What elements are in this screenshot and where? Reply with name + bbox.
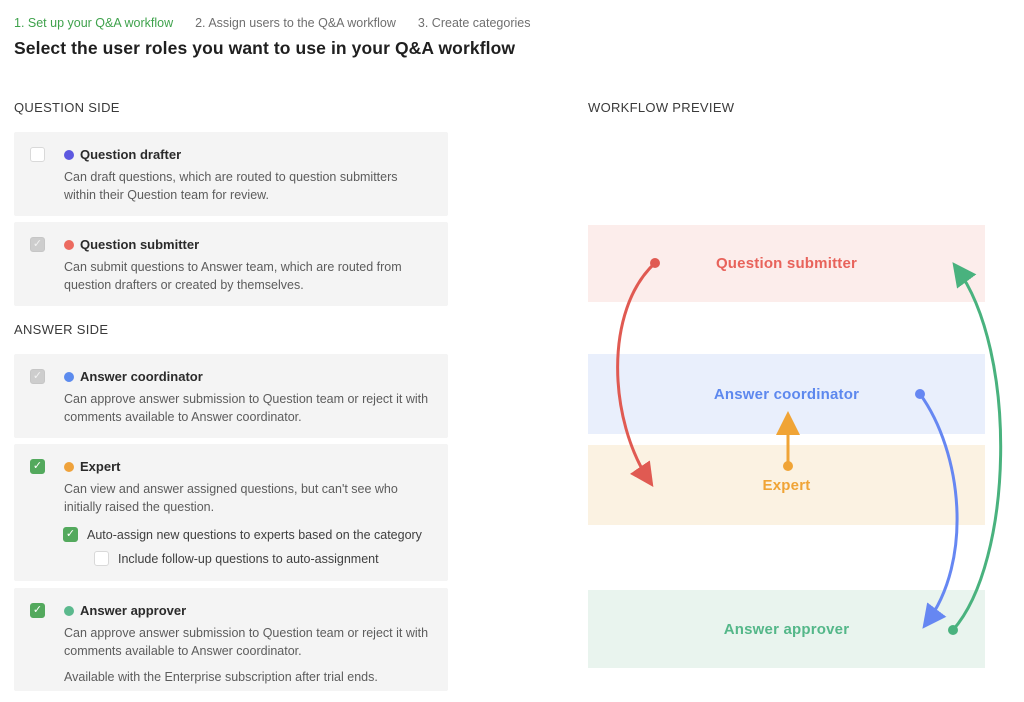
role-name: Expert: [80, 459, 121, 474]
role-name: Question drafter: [80, 147, 182, 162]
role-color-dot: [64, 461, 74, 472]
preview-node-expert: Expert: [588, 445, 985, 525]
role-description: Can submit questions to Answer team, whi…: [64, 260, 402, 293]
role-color-dot: [64, 239, 74, 250]
follow-up-label: Include follow-up questions to auto-assi…: [118, 551, 379, 566]
workflow-preview: WORKFLOW PREVIEW Question submitter Answ…: [588, 0, 1024, 702]
role-head: Expert: [30, 459, 432, 474]
preview-node-answer-approver: Answer approver: [588, 590, 985, 668]
step-2-assign-users[interactable]: 2. Assign users to the Q&A workflow: [195, 16, 396, 30]
question-submitter-checkbox: [30, 237, 45, 252]
role-selection-column: QUESTION SIDE Question drafter Can draft…: [14, 101, 448, 697]
expert-auto-assign-option: Auto-assign new questions to experts bas…: [63, 527, 432, 543]
step-nav: 1. Set up your Q&A workflow 2. Assign us…: [14, 16, 530, 30]
role-card-question-submitter: Question submitter Can submit questions …: [14, 222, 448, 306]
role-color-dot: [64, 371, 74, 382]
question-side-header: QUESTION SIDE: [14, 100, 120, 115]
answer-coordinator-checkbox: [30, 369, 45, 384]
expert-follow-up-option: Include follow-up questions to auto-assi…: [94, 551, 432, 567]
workflow-preview-header: WORKFLOW PREVIEW: [588, 100, 735, 115]
role-name: Question submitter: [80, 237, 200, 252]
role-color-dot: [64, 605, 74, 616]
role-card-question-drafter: Question drafter Can draft questions, wh…: [14, 132, 448, 216]
preview-node-answer-coordinator: Answer coordinator: [588, 354, 985, 434]
answer-approver-checkbox[interactable]: [30, 603, 45, 618]
answer-side-header: ANSWER SIDE: [14, 322, 109, 337]
step-1-setup[interactable]: 1. Set up your Q&A workflow: [14, 16, 174, 30]
role-description: Can draft questions, which are routed to…: [64, 170, 398, 203]
role-card-answer-coordinator: Answer coordinator Can approve answer su…: [14, 354, 448, 438]
step-3-create-categories[interactable]: 3. Create categories: [417, 16, 531, 30]
follow-up-checkbox[interactable]: [94, 551, 109, 567]
role-head: Question drafter: [30, 147, 432, 162]
role-card-answer-approver: Answer approver Can approve answer submi…: [14, 588, 448, 691]
preview-node-question-submitter: Question submitter: [588, 225, 985, 302]
expert-checkbox[interactable]: [30, 459, 45, 474]
role-head: Question submitter: [30, 237, 432, 252]
enterprise-note: Available with the Enterprise subscripti…: [64, 670, 378, 685]
role-card-expert: Expert Can view and answer assigned ques…: [14, 444, 448, 581]
page-title: Select the user roles you want to use in…: [14, 38, 516, 58]
question-drafter-checkbox[interactable]: [30, 147, 45, 162]
role-head: Answer coordinator: [30, 369, 432, 384]
role-description: Can approve answer submission to Questio…: [64, 392, 429, 425]
role-head: Answer approver: [30, 603, 432, 618]
role-name: Answer approver: [80, 603, 187, 618]
role-name: Answer coordinator: [80, 369, 203, 384]
auto-assign-label: Auto-assign new questions to experts bas…: [87, 527, 422, 542]
role-color-dot: [64, 149, 74, 160]
role-description: Can view and answer assigned questions, …: [64, 482, 398, 515]
auto-assign-checkbox[interactable]: [63, 527, 78, 543]
role-description: Can approve answer submission to Questio…: [64, 626, 429, 659]
